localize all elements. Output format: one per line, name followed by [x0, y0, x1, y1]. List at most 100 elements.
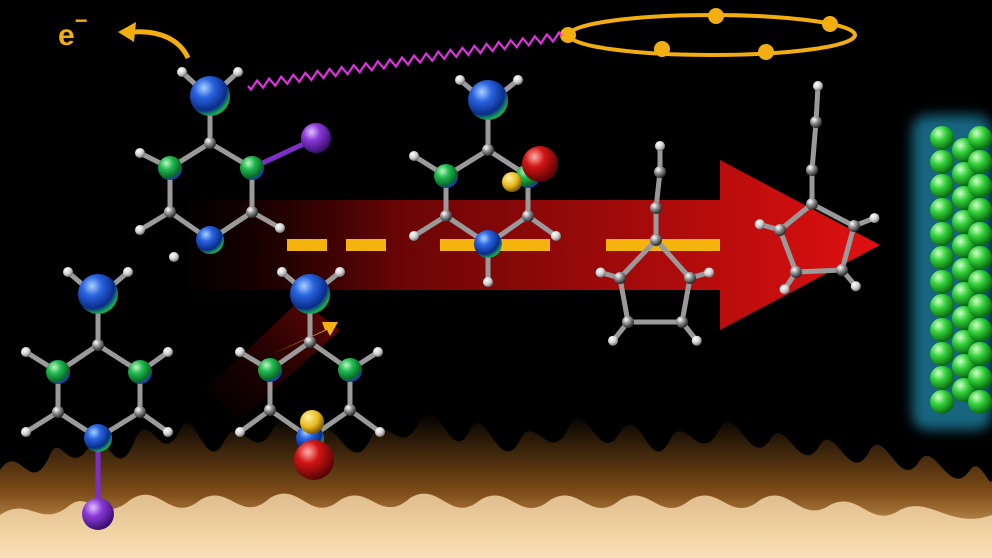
carbon-atom [92, 339, 104, 351]
hydrogen-atom [704, 267, 715, 278]
carbon-atom [614, 272, 626, 284]
hydrogen-atom [335, 267, 345, 277]
carbon-atom [806, 198, 818, 210]
nitrogen-atom [474, 230, 502, 258]
radical-lobe-yellow [502, 172, 522, 192]
surface-atom [930, 198, 954, 222]
hydrogen-atom [21, 347, 31, 357]
hydrogen-atom [163, 347, 173, 357]
hydrogen-atom [513, 75, 523, 85]
surface-atom [930, 222, 954, 246]
carbon-atom [650, 202, 662, 214]
carbon-atom [790, 266, 802, 278]
surface-layer [912, 115, 992, 430]
hydrogen-atom [375, 427, 385, 437]
surface-atom [930, 270, 954, 294]
hydrogen-atom [483, 277, 493, 287]
molecule-aminoiodopyridine-excited [135, 67, 331, 262]
hydrogen-atom [455, 75, 465, 85]
iodine-atom [301, 123, 331, 153]
hydrogen-atom [754, 219, 765, 230]
surface-atom [930, 174, 954, 198]
carbon-atom-charged [240, 156, 264, 180]
amino-nitrogen-atom [468, 80, 508, 120]
surface-atom [930, 150, 954, 174]
hydrogen-atom [235, 347, 245, 357]
hydrogen-atom [235, 427, 245, 437]
surface-atom [968, 318, 992, 342]
carbon-atom [810, 116, 822, 128]
carbon-atom [246, 206, 258, 218]
hydrogen-atom [655, 141, 665, 151]
carbon-atom [806, 164, 818, 176]
hydrogen-atom [275, 223, 285, 233]
hydrogen-atom [135, 225, 145, 235]
hydrogen-atom [277, 267, 287, 277]
carbon-atom [522, 210, 534, 222]
hydrogen-atom [850, 281, 861, 292]
carbon-atom [836, 264, 848, 276]
carbon-atom [622, 316, 634, 328]
carbon-atom-charged [158, 156, 182, 180]
carbon-atom [204, 137, 216, 149]
surface-atom [968, 270, 992, 294]
surface-atom [930, 366, 954, 390]
hydrogen-atom [608, 335, 619, 346]
surface-atom [968, 366, 992, 390]
carbon-atom [654, 166, 666, 178]
carbon-atom [304, 336, 316, 348]
surface-atom [930, 294, 954, 318]
molecule-ethynylcyclopentadiene-2 [754, 81, 880, 295]
carbon-atom [676, 316, 688, 328]
hydrogen-atom [409, 151, 419, 161]
amino-nitrogen-atom [190, 76, 230, 116]
molecule-layer [21, 67, 880, 530]
hydrogen-atom [123, 267, 133, 277]
hydrogen-atom [21, 427, 31, 437]
carbon-atom [264, 404, 276, 416]
hydrogen-atom [63, 267, 73, 277]
carbon-atom [440, 210, 452, 222]
radical-lobe-red [522, 146, 558, 182]
electron-ejection-arrow [118, 22, 191, 60]
carbon-atom [650, 234, 662, 246]
amino-nitrogen-atom [78, 274, 118, 314]
diagonal-transfer-arrow [270, 322, 338, 355]
hydrogen-atom [233, 67, 243, 77]
carbon-atom [684, 272, 696, 284]
carbon-atom [482, 144, 494, 156]
molecule-pyridyl-radical-lower [235, 267, 385, 480]
carbon-atom [774, 224, 786, 236]
hydrogen-atom [595, 267, 606, 278]
surface-atom [968, 126, 992, 150]
molecule-ethynylcyclopentadiene-1 [595, 141, 715, 346]
hydrogen-atom [177, 67, 187, 77]
surface-atom [968, 174, 992, 198]
flame-background [0, 413, 992, 558]
nitrogen-atom [196, 226, 224, 254]
hydrogen-atom [373, 347, 383, 357]
carbon-atom-charged [258, 358, 282, 382]
carbon-atom-charged [338, 358, 362, 382]
carbon-atom-charged [434, 164, 458, 188]
molecule-pyridyl-radical-upper [409, 75, 561, 287]
hydrogen-atom [135, 148, 145, 158]
hydrogen-atom [409, 231, 419, 241]
electron-label: e− [58, 8, 88, 52]
surface-atom [968, 246, 992, 270]
carbon-atom-charged [46, 360, 70, 384]
hydrogen-atom [869, 213, 880, 224]
hydrogen-atom [169, 252, 179, 262]
hydrogen-atom [813, 81, 823, 91]
hydrogen-atom [691, 335, 702, 346]
carbon-atom [134, 406, 146, 418]
electron-orbit-icon [560, 8, 857, 60]
amino-nitrogen-atom [290, 274, 330, 314]
molecule-aminoiodopyridine [21, 267, 173, 530]
hydrogen-atom [551, 231, 561, 241]
carbon-atom [164, 206, 176, 218]
hydrogen-atom [779, 284, 790, 295]
radical-lobe-yellow [300, 410, 324, 434]
photon-wave-icon [247, 30, 563, 92]
carbon-atom-charged [128, 360, 152, 384]
